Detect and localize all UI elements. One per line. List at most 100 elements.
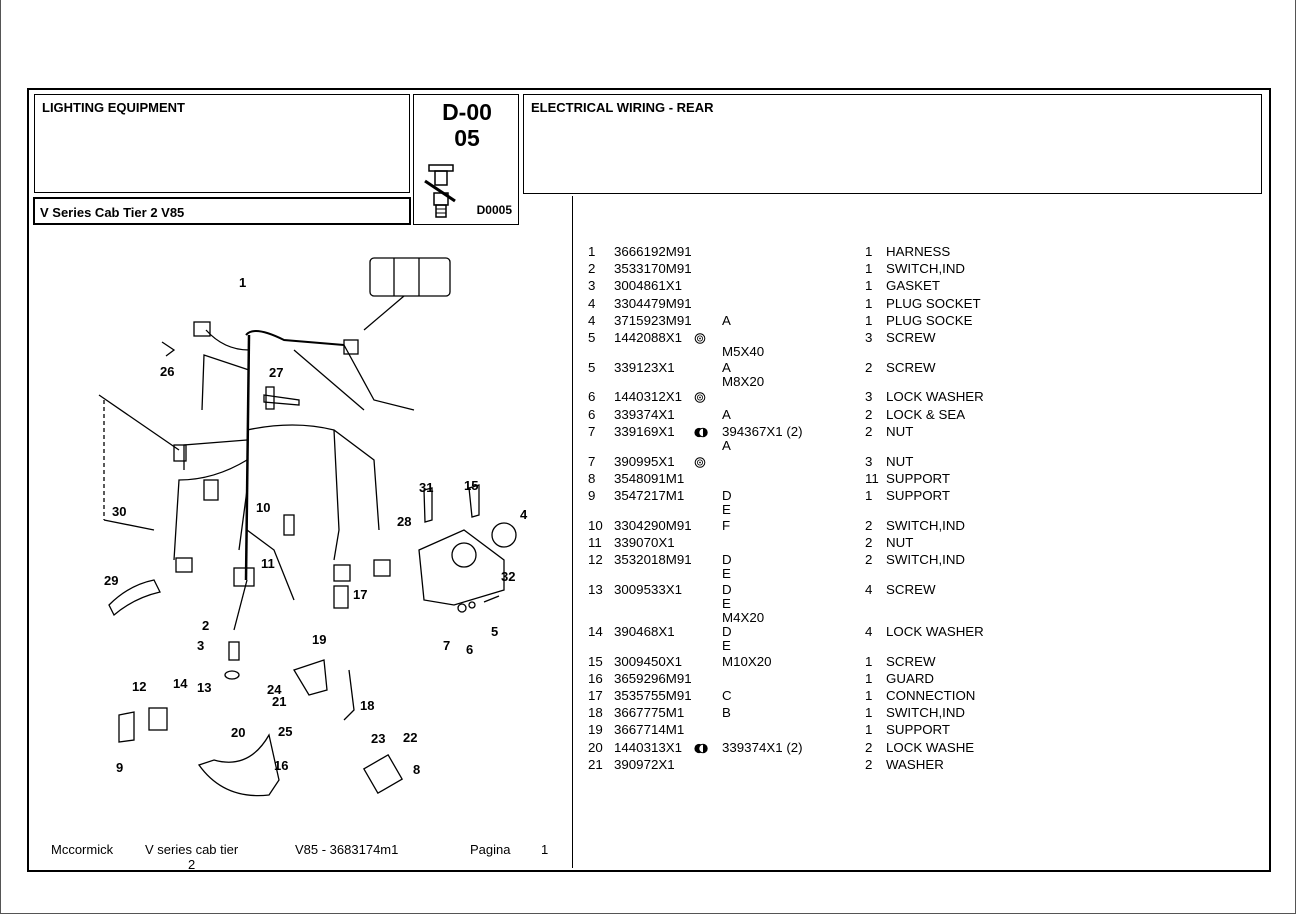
callout-31: 31 [419,480,433,495]
part-number: 3659296M91 [614,670,692,686]
part-note: D [722,581,732,597]
part-quantity: 1 [865,722,873,738]
part-number: 3009533X1 [614,581,683,597]
part-note: C [722,688,732,703]
part-ref-number: 1 [588,244,596,259]
part-number: 3535755M91 [614,688,692,703]
callout-11: 11 [261,556,275,571]
part-quantity: 2 [865,406,873,422]
part-note-continued: E [722,595,731,611]
part-number: 339123X1 [614,359,675,375]
part-description: LOCK WASHE [886,739,975,755]
callout-7: 7 [443,638,450,653]
part-description: SUPPORT [886,470,951,486]
part-note-continued: M4X20 [722,609,765,625]
callout-2: 2 [202,618,209,633]
part-description: LOCK & SEA [886,406,966,422]
part-quantity: 2 [865,359,873,375]
part-ref-number: 21 [588,756,603,772]
callout-23: 23 [371,731,385,746]
part-number: 3009450X1 [614,653,683,669]
footer-brand: Mccormick [51,842,114,857]
part-description: LOCK WASHER [886,389,984,405]
section-title: LIGHTING EQUIPMENT [42,100,185,115]
part-ref-number: 4 [588,312,596,328]
callout-19: 19 [312,632,326,647]
part-quantity: 1 [865,670,873,686]
footer-series: V series cab tier [145,842,239,857]
column-divider [572,196,573,868]
part-description: NUT [886,453,914,469]
footer-page-number: 1 [541,842,549,857]
part-number: 3004861X1 [614,278,683,294]
part-row: 5 339123X1 A 2 SCREW [0,360,1296,377]
part-note: B [722,705,731,721]
callout-28: 28 [397,514,411,529]
part-description: SWITCH,IND [886,261,966,277]
part-description: NUT [886,534,914,550]
part-description: SCREW [886,359,936,375]
section-code-small: D0005 [476,203,512,217]
part-number: 390995X1 [614,453,675,469]
callout-4: 4 [520,507,528,522]
serial-range-icon [694,332,706,344]
part-note-continued: E [722,501,731,517]
part-description: SUPPORT [886,487,951,503]
callout-5: 5 [491,624,498,639]
part-number: 3304479M91 [614,295,692,311]
part-quantity: 1 [865,261,873,277]
part-description: GASKET [886,278,940,294]
part-quantity: 1 [865,295,873,311]
part-ref-number: 15 [588,653,603,669]
part-number: 3532018M91 [614,552,692,567]
part-quantity: 1 [865,688,873,703]
part-note: A [722,359,731,375]
part-note: 394367X1 (2) [722,423,803,439]
section-code-line1: D-00 [442,99,492,125]
section-header-box: LIGHTING EQUIPMENT [34,94,410,193]
section-code-box: D-00 05 D0005 [413,94,519,225]
part-quantity: 11 [865,470,879,486]
callout-3: 3 [197,638,204,653]
part-quantity: 2 [865,517,873,533]
part-ref-number: 6 [588,389,596,405]
part-quantity: 3 [865,389,873,405]
part-description: SWITCH,IND [886,552,966,567]
part-quantity: 2 [865,534,873,550]
part-ref-number: 6 [588,406,596,422]
callout-24: 24 [267,682,282,697]
part-number: 3304290M91 [614,517,692,533]
callout-15: 15 [464,478,478,493]
part-quantity: 1 [865,244,873,259]
part-description: SCREW [886,653,936,669]
part-quantity: 2 [865,423,873,439]
footer-page-label: Pagina [470,842,511,857]
part-number: 3548091M1 [614,470,685,486]
part-note-continued: A [722,437,731,453]
callout-27: 27 [269,365,283,380]
callout-10: 10 [256,500,270,515]
part-ref-number: 5 [588,330,596,345]
part-note-continued: M8X20 [722,373,765,389]
part-ref-number: 16 [588,670,603,686]
part-quantity: 2 [865,552,873,567]
model-label: V Series Cab Tier 2 V85 [40,205,185,220]
part-quantity: 1 [865,653,873,669]
part-description: NUT [886,423,914,439]
part-ref-number: 5 [588,359,596,375]
part-number: 3666192M91 [614,244,692,259]
part-ref-number: 19 [588,722,603,738]
part-ref-number: 4 [588,295,596,311]
